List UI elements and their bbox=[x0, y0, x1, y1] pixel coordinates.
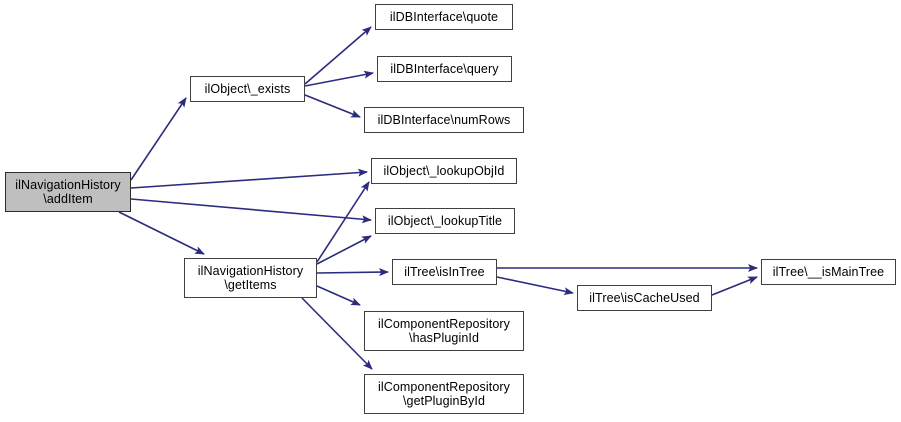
node-label: ilObject\_lookupTitle bbox=[387, 214, 503, 228]
node-label: ilDBInterface\query bbox=[390, 62, 499, 76]
node-hasPluginId[interactable]: ilComponentRepository \hasPluginId bbox=[364, 311, 524, 351]
node-label: ilTree\isCacheUsed bbox=[589, 291, 700, 305]
edge-isInTree-to-isCacheUsed bbox=[496, 276, 574, 296]
node-isInTree[interactable]: ilTree\isInTree bbox=[392, 259, 497, 285]
edge-getItems-to-lookupTitle bbox=[316, 235, 372, 265]
node-label: ilDBInterface\quote bbox=[389, 10, 499, 24]
node-lookupObjId[interactable]: ilObject\_lookupObjId bbox=[371, 158, 517, 184]
node-label: ilComponentRepository \getPluginById bbox=[377, 380, 511, 408]
edge-addItem-to-lookupTitle bbox=[130, 198, 372, 224]
node-label: ilObject\_lookupObjId bbox=[383, 164, 505, 178]
edge-exists-to-numRows bbox=[304, 94, 361, 118]
node-label: ilNavigationHistory \getItems bbox=[197, 264, 304, 292]
node-label: ilDBInterface\numRows bbox=[377, 113, 511, 127]
edge-getItems-to-hasPluginId bbox=[316, 285, 361, 306]
edge-addItem-to-getItems bbox=[118, 211, 205, 255]
edge-addItem-to-lookupObjId bbox=[130, 168, 368, 189]
edge-getItems-to-getPluginById bbox=[301, 297, 373, 370]
node-getPluginById[interactable]: ilComponentRepository \getPluginById bbox=[364, 374, 524, 414]
node-numRows[interactable]: ilDBInterface\numRows bbox=[364, 107, 524, 133]
edge-addItem-to-exists bbox=[130, 97, 187, 181]
node-label: ilObject\_exists bbox=[204, 82, 291, 96]
node-lookupTitle[interactable]: ilObject\_lookupTitle bbox=[375, 208, 515, 234]
node-quote[interactable]: ilDBInterface\quote bbox=[375, 4, 513, 30]
edge-getItems-to-lookupObjId bbox=[316, 181, 370, 263]
edges bbox=[118, 26, 758, 370]
edge-isCacheUsed-to-isMainTree bbox=[711, 276, 758, 296]
node-addItem[interactable]: ilNavigationHistory \addItem bbox=[5, 172, 131, 212]
node-label: ilNavigationHistory \addItem bbox=[15, 178, 121, 206]
edge-exists-to-quote bbox=[304, 26, 372, 85]
node-query[interactable]: ilDBInterface\query bbox=[377, 56, 512, 82]
edge-exists-to-query bbox=[304, 70, 374, 87]
node-isMainTree[interactable]: ilTree\__isMainTree bbox=[761, 259, 896, 285]
node-isCacheUsed[interactable]: ilTree\isCacheUsed bbox=[577, 285, 712, 311]
node-getItems[interactable]: ilNavigationHistory \getItems bbox=[184, 258, 317, 298]
node-label: ilComponentRepository \hasPluginId bbox=[377, 317, 511, 345]
node-label: ilTree\__isMainTree bbox=[772, 265, 885, 279]
node-label: ilTree\isInTree bbox=[404, 265, 485, 279]
edge-getItems-to-isInTree bbox=[316, 268, 389, 277]
node-exists[interactable]: ilObject\_exists bbox=[190, 76, 305, 102]
